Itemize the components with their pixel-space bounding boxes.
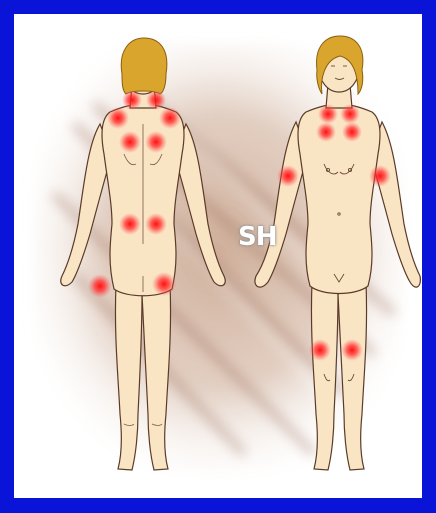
- tender-point: [277, 165, 299, 187]
- watermark-text: SH: [238, 222, 282, 252]
- tender-point: [318, 104, 338, 124]
- tender-point: [340, 104, 360, 124]
- tender-point: [309, 339, 331, 361]
- tender-point: [341, 339, 363, 361]
- tender-point: [316, 122, 336, 142]
- watermark: SH: [238, 222, 282, 252]
- tender-point: [342, 122, 362, 142]
- illustration-panel: SH: [14, 14, 422, 498]
- tender-point: [369, 165, 391, 187]
- front-view-figure: [14, 14, 422, 498]
